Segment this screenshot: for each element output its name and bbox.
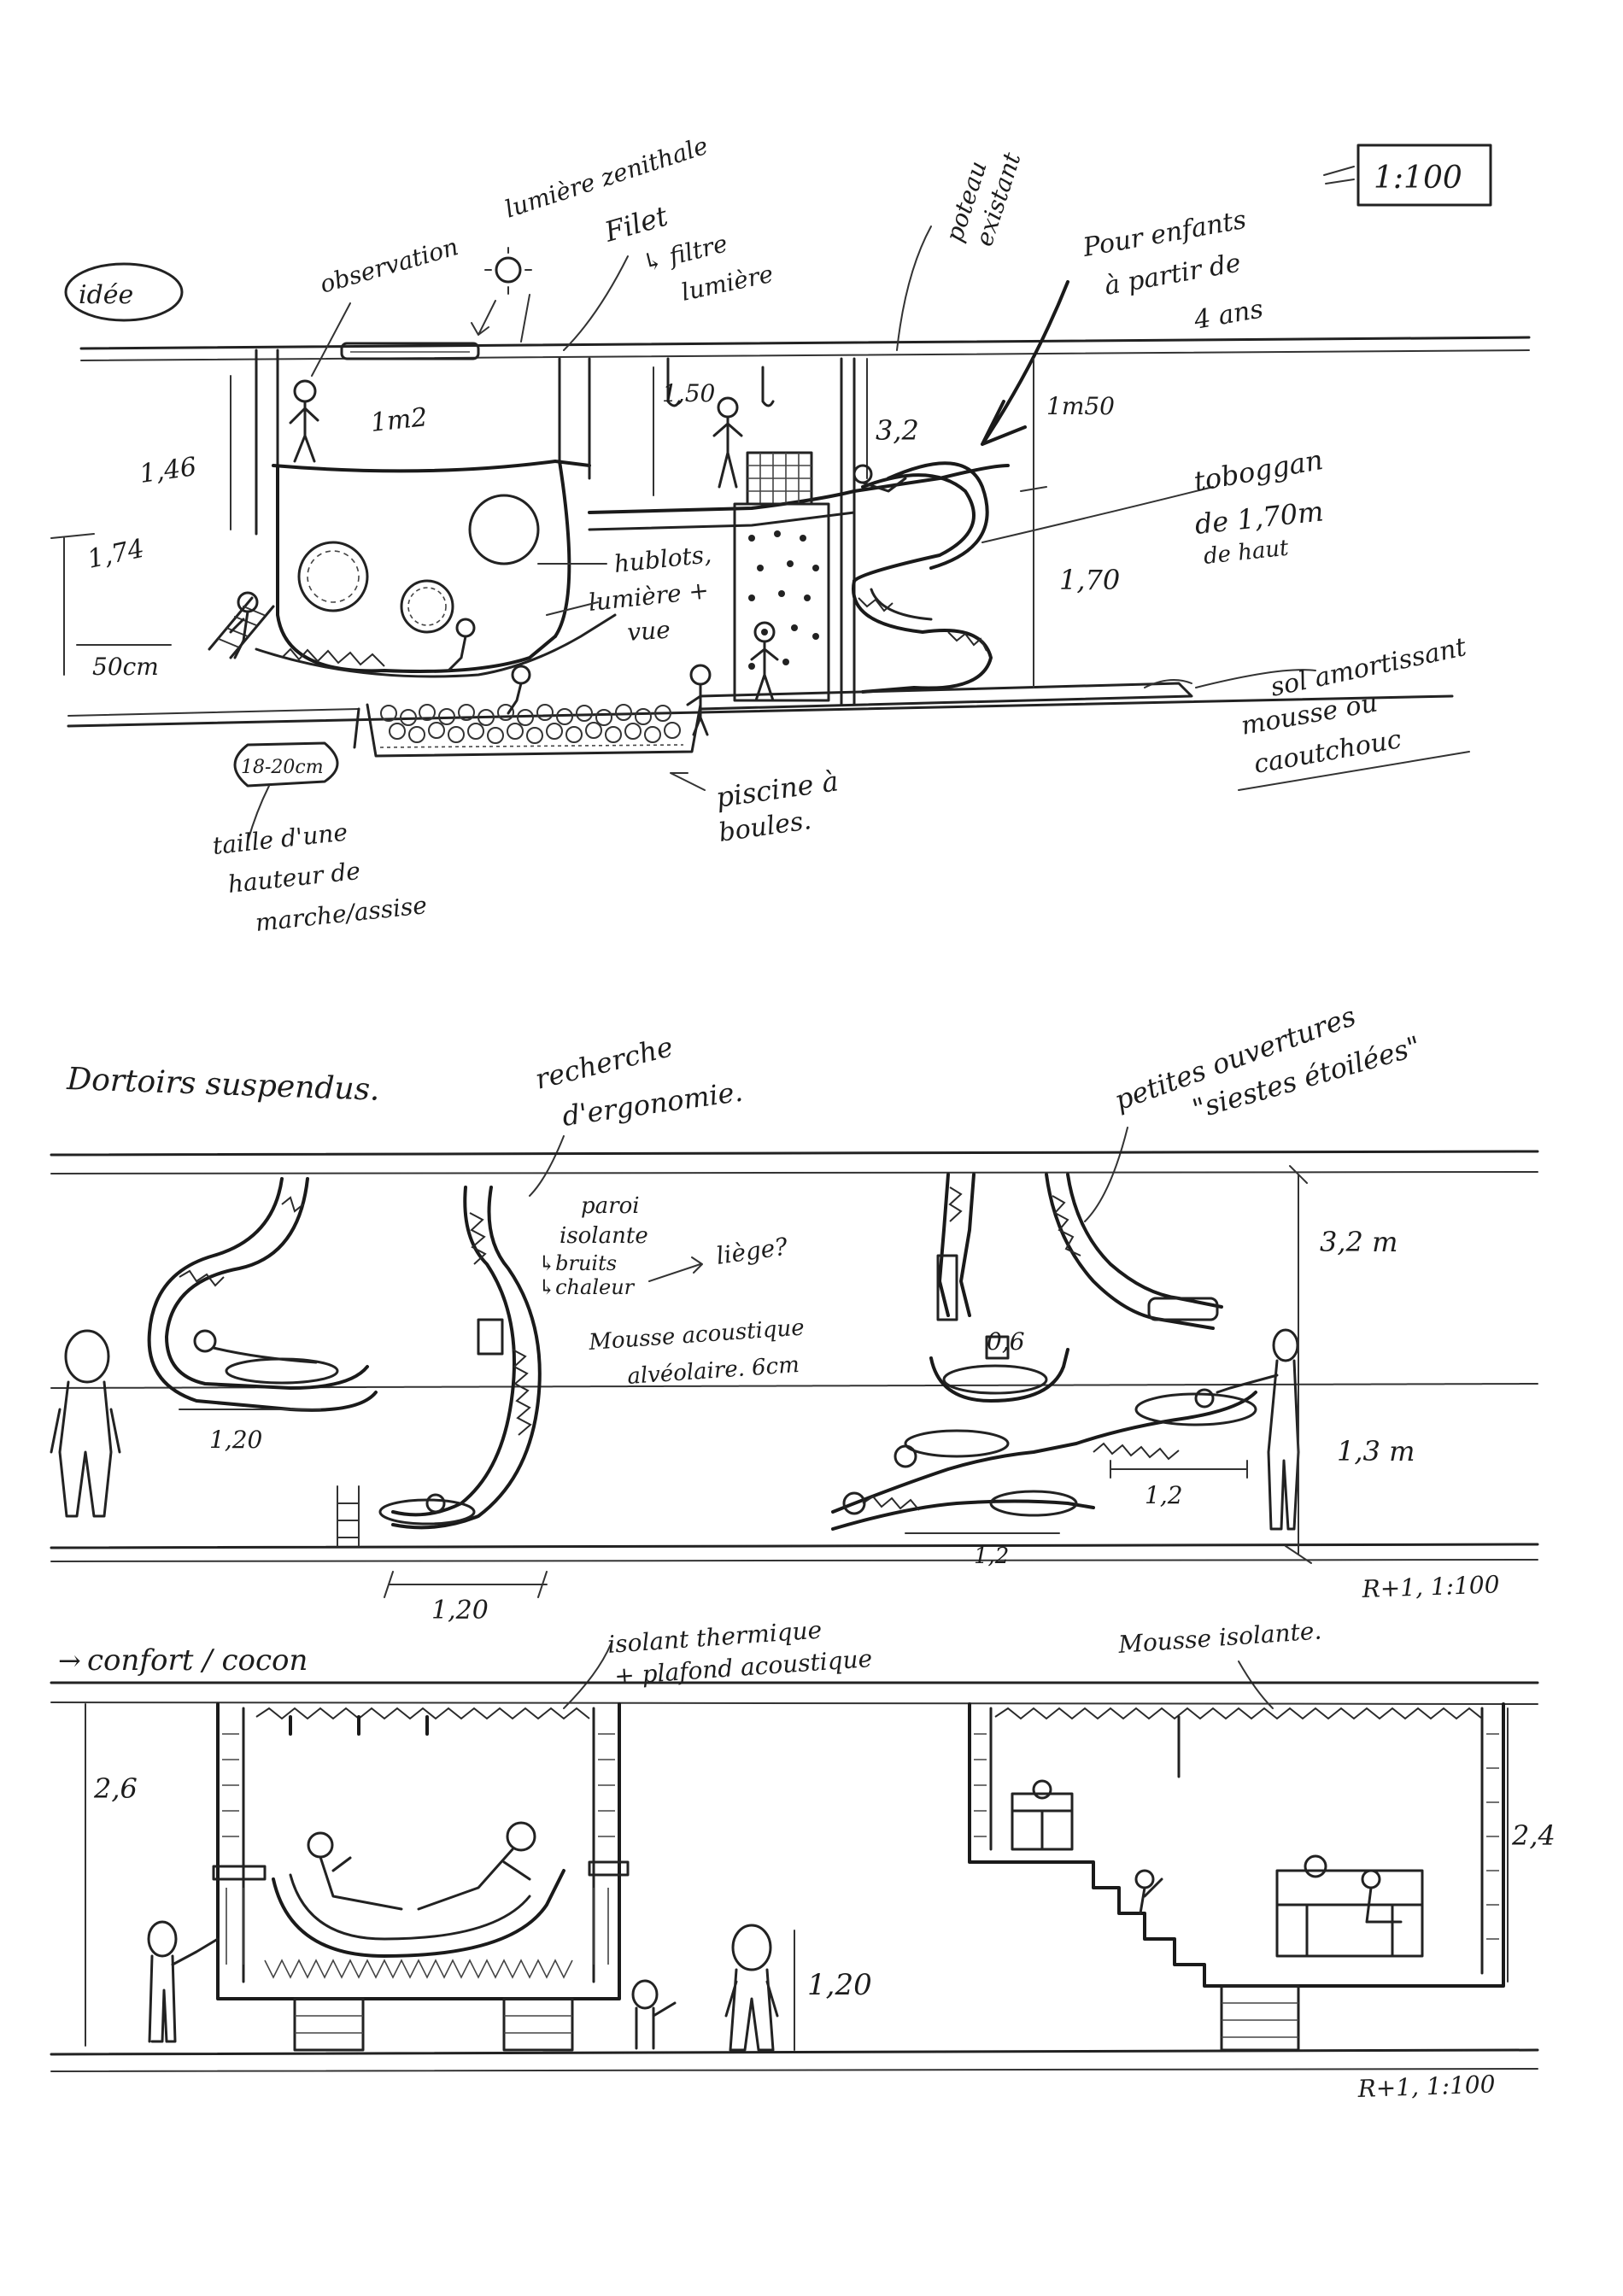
paroi-label-1: paroi	[581, 1193, 640, 1219]
column-right	[840, 357, 856, 706]
dim-12a: 1,2	[1145, 1481, 1183, 1509]
cocoon-shell	[276, 464, 557, 673]
dim-150: 1,50	[662, 379, 715, 407]
section-cocon: → confort / cocon isolant thermique + pl…	[50, 1616, 1556, 2103]
cocon-arrow: →	[58, 1644, 81, 1677]
hublots-label-3: vue	[626, 616, 671, 647]
dim-13m: 1,3 m	[1337, 1435, 1415, 1467]
dim-120-bottom: 1,20	[431, 1596, 489, 1625]
dim-120-cocon: 1,20	[807, 1968, 872, 2002]
dortoirs-ceiling	[50, 1150, 1539, 1157]
enfants-arrow	[981, 280, 1069, 446]
climbing-net	[733, 502, 830, 702]
step-dim-box	[233, 741, 339, 788]
dim-06: 0,6	[987, 1327, 1025, 1356]
step-dim-label: 18-20cm	[241, 757, 324, 778]
balls	[380, 704, 681, 744]
dim-32: 3,2	[876, 414, 919, 447]
left-cocoon	[212, 1702, 630, 2052]
right-pods	[831, 1173, 1257, 1531]
porthole-2	[400, 579, 454, 634]
toboggan	[852, 461, 993, 694]
porthole-1	[297, 541, 369, 612]
dim-24: 2,4	[1511, 1819, 1556, 1852]
dortoirs-level: R+1, 1:100	[1361, 1570, 1500, 1603]
adult-figure	[50, 1329, 121, 1518]
floor-line	[67, 694, 1454, 728]
dim-26: 2,6	[93, 1772, 138, 1805]
right-cocoon	[968, 1702, 1505, 2052]
porthole-3	[468, 494, 540, 565]
paroi-label-2: isolante	[560, 1223, 648, 1249]
lower-ramp	[255, 613, 617, 678]
idea-bubble	[64, 262, 184, 322]
dim-170: 1,70	[1059, 564, 1120, 596]
paroi-label-4: ↳chaleur	[538, 1275, 636, 1299]
dim-1m2: 1m2	[369, 402, 429, 438]
sun-icon	[484, 247, 532, 295]
dim-50cm: 50cm	[92, 653, 159, 681]
scale-box	[1356, 144, 1492, 207]
ceiling-line	[79, 336, 1531, 350]
idea-label: idée	[79, 280, 133, 310]
dim-1m50: 1m50	[1046, 392, 1115, 420]
dim-120-bed: 1,20	[209, 1426, 262, 1454]
cocon-figures	[147, 1920, 779, 2052]
mezzanine-floor	[272, 460, 591, 473]
child-figure	[229, 379, 907, 736]
scale-label: 1:100	[1374, 161, 1462, 196]
dim-12b: 1,2	[974, 1543, 1009, 1569]
cocon-title: confort / cocon	[87, 1643, 308, 1678]
paroi-label-3: ↳bruits	[538, 1251, 617, 1275]
dim-32m: 3,2 m	[1320, 1226, 1397, 1258]
dortoirs-floor	[50, 1543, 1539, 1549]
left-pod	[147, 1177, 542, 1547]
cocon-level: R+1, 1:100	[1356, 2070, 1496, 2103]
skylight	[340, 342, 480, 360]
